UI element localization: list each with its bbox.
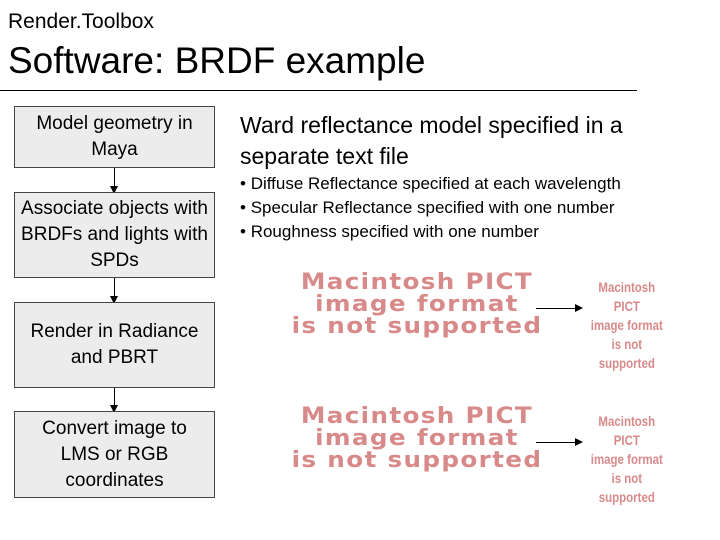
image-placeholder-large: Macintosh PICT image format is not suppo…	[268, 406, 566, 472]
image-placeholder-large: Macintosh PICT image format is not suppo…	[268, 272, 566, 338]
flow-arrow-right	[536, 304, 583, 312]
flow-step-label: Convert image to LMS or RGB coordinates	[42, 417, 187, 491]
placeholder-line: image format	[315, 426, 519, 451]
bullet-item: Roughness specified with one number	[240, 220, 621, 244]
flow-arrow-right	[536, 438, 583, 446]
flow-step-render: Render in Radiance and PBRT	[14, 302, 215, 388]
image-placeholder-small: Macintosh PICT image format is not suppo…	[585, 412, 669, 507]
flow-arrow	[110, 168, 118, 194]
flow-arrow	[110, 388, 118, 413]
placeholder-line: Macintosh PICT	[598, 413, 656, 448]
flow-step-label: Model geometry in Maya	[36, 113, 193, 160]
placeholder-line: is not supported	[598, 336, 655, 371]
flow-step-convert-image: Convert image to LMS or RGB coordinates	[14, 411, 215, 498]
bullet-item: Diffuse Reflectance specified at each wa…	[240, 172, 621, 196]
placeholder-line: is not supported	[598, 470, 655, 505]
page-title: Software: BRDF example	[8, 40, 426, 81]
placeholder-line: image format	[590, 451, 663, 467]
flow-step-model-geometry: Model geometry in Maya	[14, 106, 215, 168]
placeholder-line: Macintosh PICT	[300, 404, 534, 429]
placeholder-line: Macintosh PICT	[300, 270, 534, 295]
placeholder-line: Macintosh PICT	[598, 279, 656, 314]
placeholder-line: is not supported	[291, 314, 543, 339]
placeholder-line: is not supported	[291, 448, 543, 473]
placeholder-line: image format	[315, 292, 519, 317]
bullet-list: Diffuse Reflectance specified at each wa…	[240, 172, 621, 244]
title-divider	[0, 90, 637, 91]
flow-step-label: Associate objects with BRDFs and lights …	[21, 198, 208, 271]
content-heading: Ward reflectance model specified in a se…	[240, 112, 623, 169]
placeholder-line: image format	[590, 317, 663, 333]
flow-arrow	[110, 278, 118, 304]
flow-step-associate-objects: Associate objects with BRDFs and lights …	[14, 192, 215, 278]
flow-step-label: Render in Radiance and PBRT	[30, 321, 199, 368]
bullet-item: Specular Reflectance specified with one …	[240, 196, 621, 220]
image-placeholder-small: Macintosh PICT image format is not suppo…	[585, 278, 669, 373]
header-label: Render.Toolbox	[8, 10, 154, 33]
